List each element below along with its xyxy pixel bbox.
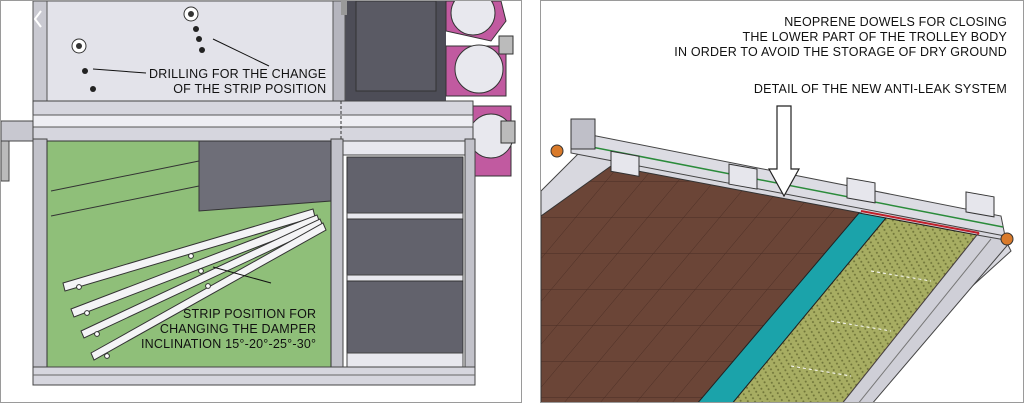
dowels-note-line-2: THE LOWER PART OF THE TROLLEY BODY [742, 30, 1007, 44]
drilling-note: DRILLING FOR THE CHANGE OF THE STRIP POS… [149, 67, 326, 97]
strip-note-line-3: INCLINATION 15°-20°-25°-30° [141, 337, 317, 351]
neoprene-dowels-note: NEOPRENE DOWELS FOR CLOSING THE LOWER PA… [674, 15, 1007, 60]
drilling-note-line-2: OF THE STRIP POSITION [173, 82, 327, 96]
right-detail-panel: NEOPRENE DOWELS FOR CLOSING THE LOWER PA… [540, 0, 1024, 403]
damper-strips [62, 208, 327, 361]
left-detail-panel: DRILLING FOR THE CHANGE OF THE STRIP POS… [0, 0, 522, 403]
detail-title: DETAIL OF THE NEW ANTI-LEAK SYSTEM [754, 82, 1007, 97]
strip-note-line-1: STRIP POSITION FOR [182, 307, 317, 321]
dowels-note-line-3: IN ORDER TO AVOID THE STORAGE OF DRY GRO… [674, 45, 1007, 59]
damper-frame-drawing [1, 1, 516, 386]
strip-position-note: STRIP POSITION FOR CHANGING THE DAMPER I… [141, 307, 316, 352]
drilling-note-line-1: DRILLING FOR THE CHANGE [149, 67, 327, 81]
strip-note-line-2: CHANGING THE DAMPER [159, 322, 317, 336]
detail-title-text: DETAIL OF THE NEW ANTI-LEAK SYSTEM [753, 82, 1007, 96]
anti-leak-system-drawing [541, 105, 1014, 402]
dowels-note-line-1: NEOPRENE DOWELS FOR CLOSING [784, 15, 1007, 29]
